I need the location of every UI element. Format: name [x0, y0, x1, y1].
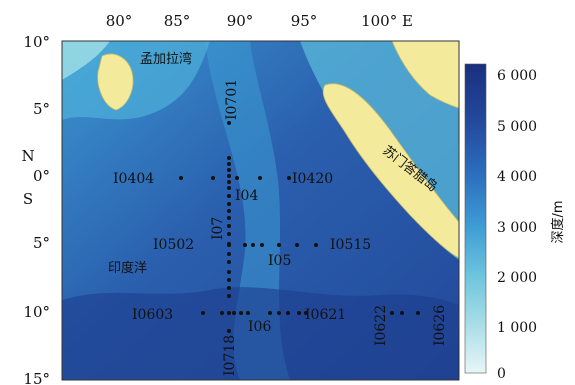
label-indian-ocean: 印度洋	[108, 260, 147, 276]
station-dot	[239, 311, 243, 315]
legend-label-2000: 2 000	[497, 270, 537, 286]
section-labels: I0701 I0404 I04 I0420 I07 I0502 I05 I051…	[113, 79, 448, 376]
legend-label-6000: 6 000	[497, 68, 537, 84]
shelf-shallow	[62, 41, 110, 80]
station-dot	[232, 311, 236, 315]
southern-deep	[62, 287, 459, 380]
station-points	[179, 121, 420, 333]
label-bay-of-bengal: 孟加拉湾	[140, 51, 192, 67]
sumatra-land	[322, 83, 459, 259]
malay-land	[391, 41, 459, 109]
hemisphere-north: N	[21, 147, 34, 165]
station-dot	[227, 168, 231, 172]
lon-tick-100e: 100° E	[361, 12, 413, 30]
station-dot	[179, 176, 183, 180]
bathymetry-map	[62, 41, 459, 380]
station-dot	[227, 186, 231, 190]
section-label-i0622: I0622	[373, 305, 389, 346]
station-dot	[235, 176, 239, 180]
section-label-i0603: I0603	[132, 307, 173, 323]
station-dot	[227, 156, 231, 160]
lat-tick-0: 0°	[33, 167, 50, 185]
station-dot	[314, 243, 318, 247]
station-dot	[295, 243, 299, 247]
station-dot	[227, 162, 231, 166]
section-label-i04: I04	[235, 188, 258, 204]
station-dot	[260, 243, 264, 247]
station-dot	[227, 243, 231, 247]
longitude-tick-labels: 80° 85° 90° 95° 100° E	[106, 12, 413, 30]
station-dot	[220, 311, 224, 315]
legend-label-4000: 4 000	[497, 169, 537, 185]
section-label-i0621: I0621	[305, 307, 346, 323]
lat-tick-5n: 5°	[33, 100, 50, 118]
station-dot	[390, 311, 394, 315]
lon-tick-85: 85°	[164, 12, 191, 30]
section-label-i0701: I0701	[224, 79, 240, 120]
lat-tick-10n: 10°	[23, 33, 50, 51]
section-label-i07: I07	[210, 217, 226, 240]
station-dot	[227, 194, 231, 198]
station-dot	[227, 278, 231, 282]
station-dot	[227, 286, 231, 290]
station-dot	[251, 243, 255, 247]
section-label-i0718: I0718	[222, 335, 238, 376]
lon-tick-80: 80°	[106, 12, 133, 30]
section-label-i0404: I0404	[113, 171, 154, 187]
station-dot	[227, 329, 231, 333]
station-dot	[243, 243, 247, 247]
station-dot	[227, 252, 231, 256]
bengal-fan-shallow	[62, 41, 210, 120]
station-dot	[304, 311, 308, 315]
station-dot	[227, 232, 231, 236]
station-dot	[227, 260, 231, 264]
legend-label-3000: 3 000	[497, 220, 537, 236]
station-dot	[227, 180, 231, 184]
section-label-i0502: I0502	[153, 237, 194, 253]
map-frame	[61, 40, 460, 381]
station-dot	[416, 311, 420, 315]
legend-label-5000: 5 000	[497, 119, 537, 135]
legend-title: 深度/m	[550, 200, 566, 243]
section-label-i05: I05	[268, 253, 291, 269]
station-dot	[227, 224, 231, 228]
station-dot	[268, 311, 272, 315]
station-dot	[227, 202, 231, 206]
station-dot	[258, 176, 262, 180]
lon-tick-90: 90°	[227, 12, 254, 30]
station-dot	[201, 311, 205, 315]
lat-tick-15s: 15°	[23, 370, 50, 385]
section-label-i0420: I0420	[292, 171, 333, 187]
station-dot	[227, 311, 231, 315]
station-dot	[227, 216, 231, 220]
latitude-tick-labels: 10° 5° N 0° S 5° 10° 15°	[21, 33, 50, 385]
station-dot	[277, 311, 281, 315]
lat-tick-10s: 10°	[23, 303, 50, 321]
station-dot	[286, 311, 290, 315]
station-dot	[227, 209, 231, 213]
station-dot	[227, 294, 231, 298]
section-label-i0626: I0626	[432, 305, 448, 346]
section-label-i0515: I0515	[330, 237, 371, 253]
station-dot	[287, 176, 291, 180]
depth-colorbar	[464, 63, 487, 374]
station-dot	[227, 121, 231, 125]
station-dot	[297, 311, 301, 315]
station-dot	[277, 243, 281, 247]
station-dot	[211, 176, 215, 180]
depth-legend: 6 000 5 000 4 000 3 000 2 000 1 000 0 深度…	[464, 63, 566, 382]
station-dot	[246, 311, 250, 315]
legend-label-1000: 1 000	[497, 320, 537, 336]
lat-tick-5s: 5°	[33, 234, 50, 252]
hemisphere-south: S	[23, 190, 33, 208]
sri-lanka-land	[97, 53, 134, 111]
legend-label-0: 0	[497, 366, 506, 382]
station-dot	[227, 174, 231, 178]
lon-tick-95: 95°	[291, 12, 318, 30]
station-dot	[400, 311, 404, 315]
section-label-i06: I06	[248, 319, 271, 335]
station-dot	[227, 270, 231, 274]
